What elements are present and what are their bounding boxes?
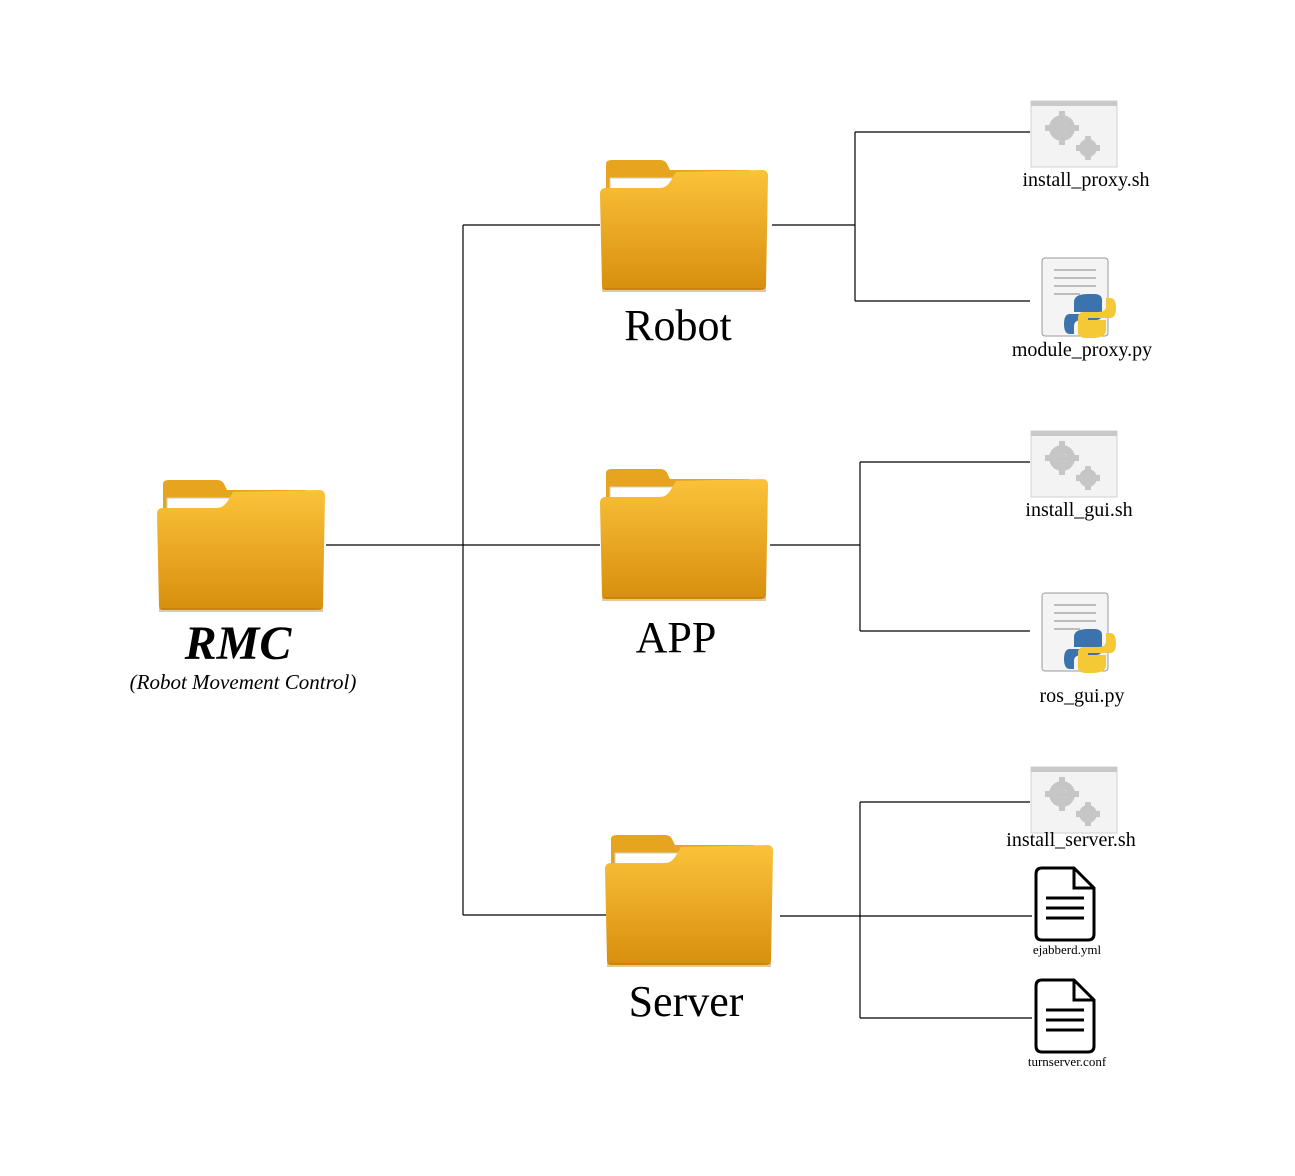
ros-gui-label: ros_gui.py (1039, 685, 1125, 707)
ros-gui-python-icon[interactable] (1040, 591, 1120, 675)
server-folder-icon[interactable] (603, 833, 775, 969)
install-proxy-label: install_proxy.sh (1022, 169, 1150, 191)
app-folder-label: APP (635, 613, 717, 662)
install-server-gear-icon[interactable] (1030, 766, 1118, 834)
install-gui-gear-icon[interactable] (1030, 430, 1118, 498)
module-proxy-python-icon[interactable] (1040, 256, 1120, 340)
ejabberd-label: ejabberd.yml (1032, 942, 1102, 957)
root-folder-icon[interactable] (155, 478, 327, 614)
turnserver-label: turnserver.conf (1027, 1054, 1107, 1069)
server-folder-label: Server (628, 977, 744, 1026)
root-title: RMC (184, 617, 292, 670)
install-gui-label: install_gui.sh (1025, 499, 1133, 521)
install-server-label: install_server.sh (1006, 829, 1136, 851)
install-proxy-gear-icon[interactable] (1030, 100, 1118, 168)
root-subtitle: (Robot Movement Control) (129, 670, 357, 694)
module-proxy-label: module_proxy.py (1011, 339, 1153, 361)
robot-folder-label: Robot (624, 301, 732, 350)
turnserver-document-icon[interactable] (1034, 978, 1096, 1054)
app-folder-icon[interactable] (598, 467, 770, 603)
robot-folder-icon[interactable] (598, 158, 770, 294)
ejabberd-document-icon[interactable] (1034, 866, 1096, 942)
